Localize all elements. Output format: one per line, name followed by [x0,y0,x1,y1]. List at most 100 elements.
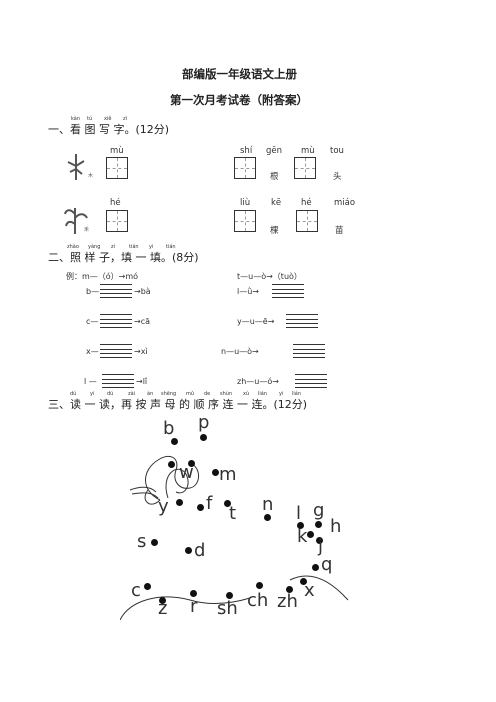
section3-pinyin-5: àn [147,391,154,397]
connect-dot[interactable] [312,564,319,571]
page-title: 部编版一年级语文上册 [182,67,297,81]
section2-pinyin-5: yi [149,244,154,250]
fill-item-pre: l — [84,377,97,386]
section3-pinyin-8: de [204,391,211,397]
connect-dot[interactable] [144,583,151,590]
answer-lines[interactable] [272,284,304,298]
section2-pinyin-3: zi [111,244,116,250]
pinyin-letter-z: z [158,598,168,619]
pinyin-letter-r: r [190,596,198,617]
tree-icon-label: 木 [88,173,94,179]
connect-dot[interactable] [185,547,192,554]
pinyin-letter-b: b [163,418,175,439]
fill-item-post: →lǐ [136,377,148,386]
section3-pinyin-3: dú [107,391,114,397]
connect-dot[interactable] [307,531,314,538]
fill-item-pre: x— [86,347,99,356]
row1-char-2: 头 [333,172,342,182]
section1-pinyin-4: zì [123,116,128,122]
connect-dot[interactable] [286,586,293,593]
connect-dot[interactable] [200,434,207,441]
example-right: t—u—ò→（tuò） [237,272,302,281]
row2-pinyin-3: hé [301,198,312,208]
section3-pinyin-11: lián [258,391,268,397]
row1-pinyin-2: gēn [266,146,283,156]
section3-pinyin-4: zài [128,391,136,397]
answer-lines[interactable] [100,314,132,328]
answer-lines[interactable] [102,374,134,388]
section1-pinyin-2: tú [87,116,93,122]
pinyin-letter-n: n [262,494,274,515]
pinyin-letter-t: t [229,503,237,524]
row1-left-pinyin: mù [110,146,124,156]
fill-item-pre: c— [86,317,99,326]
answer-lines[interactable] [286,314,318,328]
connect-dot[interactable] [176,499,183,506]
pinyin-letter-sh: sh [217,598,238,619]
pinyin-letter-j: j [318,536,324,557]
fill-item-pre: l—ǜ→ [237,287,259,296]
writing-box[interactable] [234,210,256,232]
answer-lines[interactable] [293,344,325,358]
section3-pinyin-12: yi [279,391,284,397]
answer-lines[interactable] [100,344,132,358]
connect-dot[interactable] [264,514,271,521]
connect-dot[interactable] [188,460,195,467]
pinyin-letter-x: x [304,580,315,601]
answer-lines[interactable] [295,374,327,388]
writing-box[interactable] [106,210,128,232]
section1-pinyin-3: xiě [104,116,112,122]
connect-dot[interactable] [168,461,175,468]
answer-lines[interactable] [100,284,132,298]
grain-icon: 禾 [62,204,92,236]
connect-dot[interactable] [315,521,322,528]
row2-char-2: 苗 [335,226,344,236]
connect-dot[interactable] [171,438,178,445]
section2-heading: 二、照 样 子，填 一 填。(8分) [48,251,199,264]
writing-box[interactable] [106,157,128,179]
connect-dot[interactable] [159,597,166,604]
connect-dot[interactable] [316,537,323,544]
connect-dot[interactable] [151,539,158,546]
figure-outline [120,455,349,620]
section2-pinyin-1: zhào [67,244,79,250]
connect-dot[interactable] [256,582,263,589]
writing-box[interactable] [234,157,256,179]
section3-heading: 三、读 一 读，再 按 声 母 的 顺 序 连 一 连。(12分) [48,398,308,411]
pinyin-letter-d: d [194,540,206,561]
writing-box[interactable] [296,210,318,232]
connect-dot[interactable] [300,578,307,585]
pinyin-letter-q: q [321,554,333,575]
fill-item-pre: y—u—ē→ [237,317,275,326]
section3-pinyin-1: dú [70,391,77,397]
pinyin-letter-f: f [206,493,213,514]
connect-dot[interactable] [224,500,231,507]
pinyin-letter-y: y [158,496,169,517]
section1-pinyin-1: kàn [71,116,81,122]
section3-pinyin-10: xù [243,391,250,397]
connect-dot[interactable] [226,592,233,599]
connect-dot[interactable] [197,504,204,511]
writing-box[interactable] [294,157,316,179]
fill-item-post: →xì [134,347,148,356]
connect-dot[interactable] [212,469,219,476]
pinyin-letter-k: k [297,526,308,547]
row1-pinyin-4: tou [330,146,344,156]
row2-pinyin-2: kē [271,198,282,208]
fill-item-pre: zh—u—ó→ [237,377,279,386]
connect-dot[interactable] [297,522,304,529]
row1-char-1: 根 [270,172,279,182]
pinyin-letter-l: l [296,503,302,524]
tree-icon: 木 [64,152,94,182]
section2-pinyin-6: tián [166,244,176,250]
section3-pinyin-9: shùn [220,391,233,397]
section3-pinyin-13: lián [292,391,302,397]
pinyin-letter-c: c [131,580,141,601]
pinyin-letter-h: h [330,516,342,537]
fill-item-pre: n—u—ò→ [221,347,259,356]
connect-dot[interactable] [190,590,197,597]
fill-item-pre: b— [86,287,100,296]
pinyin-letter-p: p [198,412,210,433]
grain-icon-label: 禾 [84,227,90,233]
fill-item-post: →cā [134,317,151,326]
